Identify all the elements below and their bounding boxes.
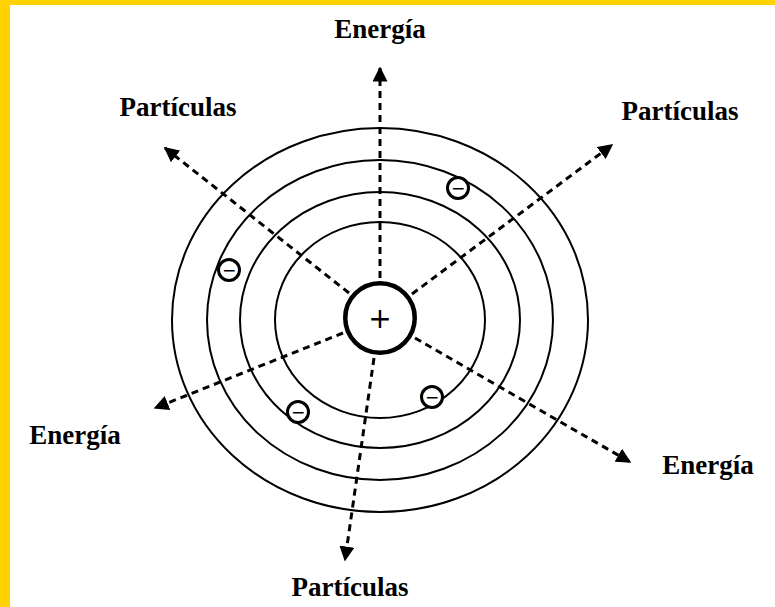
emission-label: Partículas [622, 97, 739, 127]
frame-left [0, 0, 10, 607]
electron: − [286, 400, 310, 424]
charge-sign: − [217, 258, 241, 282]
emission-label: Energía [662, 451, 754, 481]
emission-arrow [155, 333, 343, 408]
charge-sign: − [420, 385, 444, 409]
charge-sign: − [286, 400, 310, 424]
orbit [207, 160, 553, 480]
nucleus: + [343, 281, 417, 355]
emission-label: Partículas [120, 93, 237, 123]
emission-arrow [379, 68, 382, 278]
emission-label: Energía [29, 421, 121, 451]
emission-arrow [415, 338, 630, 462]
orbit [240, 192, 520, 448]
electron: − [420, 385, 444, 409]
electron: − [217, 258, 241, 282]
frame-top [0, 0, 775, 5]
emission-label: Energía [334, 15, 426, 45]
emission-arrow [412, 145, 612, 294]
emission-arrows [155, 68, 630, 560]
charge-sign: − [446, 176, 470, 200]
electron: − [446, 176, 470, 200]
orbits [172, 128, 588, 512]
emission-label: Partículas [292, 573, 409, 603]
emission-arrow [345, 358, 374, 560]
emission-arrow [165, 148, 349, 293]
charge-sign: + [343, 281, 417, 355]
orbit [172, 128, 588, 512]
